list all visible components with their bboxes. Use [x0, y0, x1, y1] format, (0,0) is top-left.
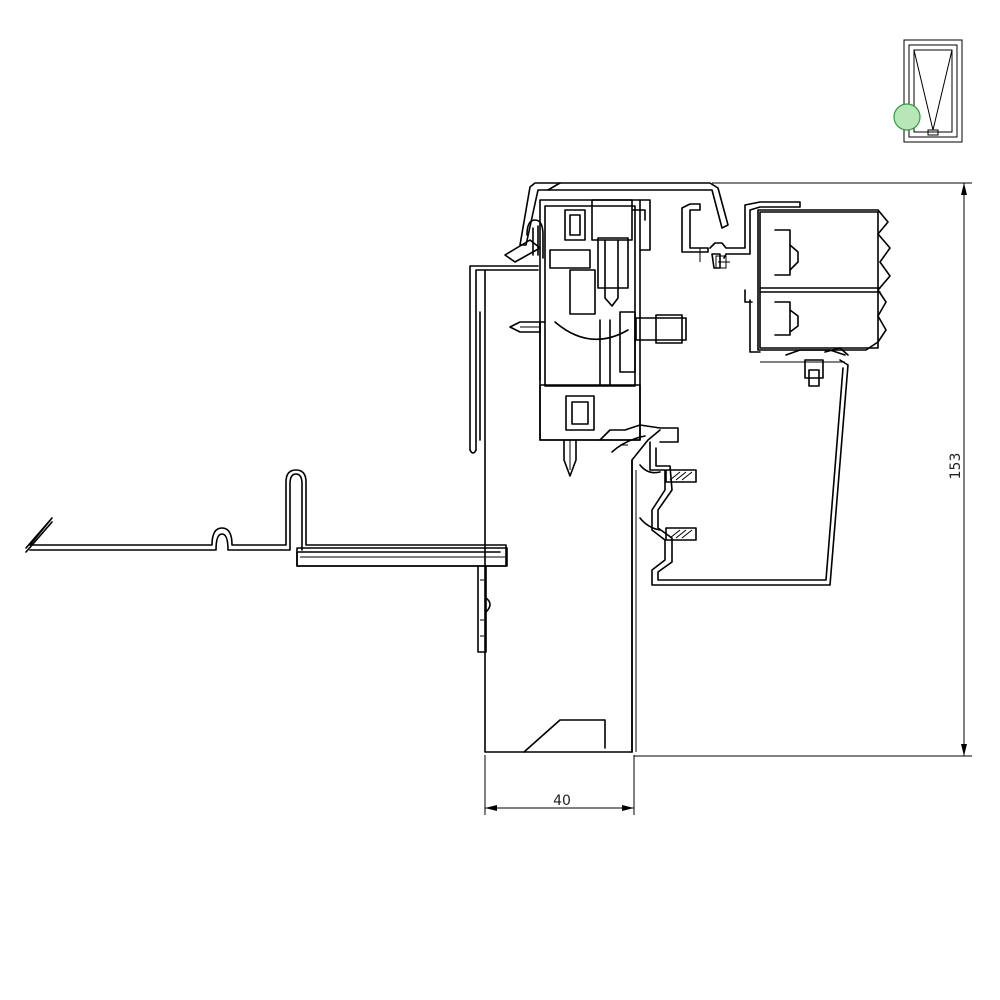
glazing-clip-lower [665, 527, 697, 541]
width-dimension: 40 [484, 755, 635, 815]
profile-section [25, 182, 891, 753]
width-dimension-label: 40 [553, 793, 571, 809]
window-thumbnail-icon[interactable] [893, 39, 963, 143]
section-marker-icon [893, 103, 921, 131]
height-dimension: 153 [634, 182, 972, 757]
glazing-clip-upper [665, 469, 697, 483]
height-dimension-label: 153 [948, 453, 964, 480]
